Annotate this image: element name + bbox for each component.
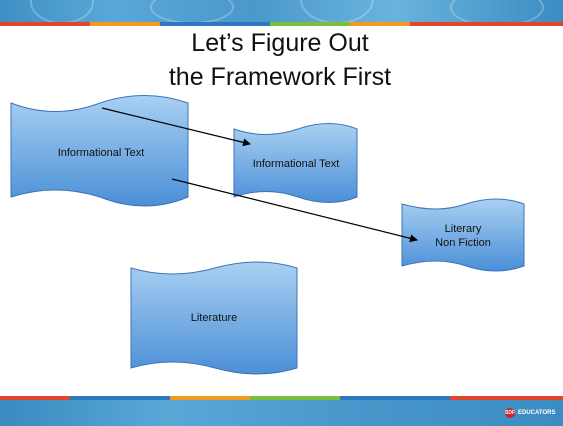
literary-nonfiction-line-1: Literary bbox=[444, 223, 482, 235]
bottom-decorative-band bbox=[0, 400, 563, 426]
top-decorative-band bbox=[0, 0, 563, 22]
literary-nonfiction-shape bbox=[401, 198, 525, 272]
literature-label: Literature bbox=[190, 312, 238, 324]
bottom-color-stripe bbox=[0, 396, 563, 400]
title-line-1: Let’s Figure Out bbox=[191, 29, 369, 57]
literary-nonfiction-line-2: Non Fiction bbox=[435, 237, 491, 249]
educators-logo: SDF EDUCATORS bbox=[505, 407, 555, 419]
top-color-stripe bbox=[0, 22, 563, 26]
title-line-2: the Framework First bbox=[168, 63, 392, 91]
informational-text-small-label: Informational Text bbox=[252, 158, 340, 170]
informational-text-large-shape bbox=[10, 95, 189, 207]
logo-text: EDUCATORS bbox=[518, 409, 556, 416]
informational-text-large-label: Informational Text bbox=[57, 147, 145, 159]
literary-nonfiction-label: Literary Non Fiction bbox=[404, 222, 522, 250]
slide-title: Let’s Figure Out the Framework First bbox=[90, 26, 470, 94]
informational-text-small-shape bbox=[233, 123, 358, 203]
arrow-to-literary-nonfiction bbox=[171, 178, 418, 243]
literature-shape bbox=[130, 261, 298, 375]
arrow-to-informational-text-small bbox=[101, 107, 251, 147]
logo-badge: SDF bbox=[505, 408, 515, 418]
